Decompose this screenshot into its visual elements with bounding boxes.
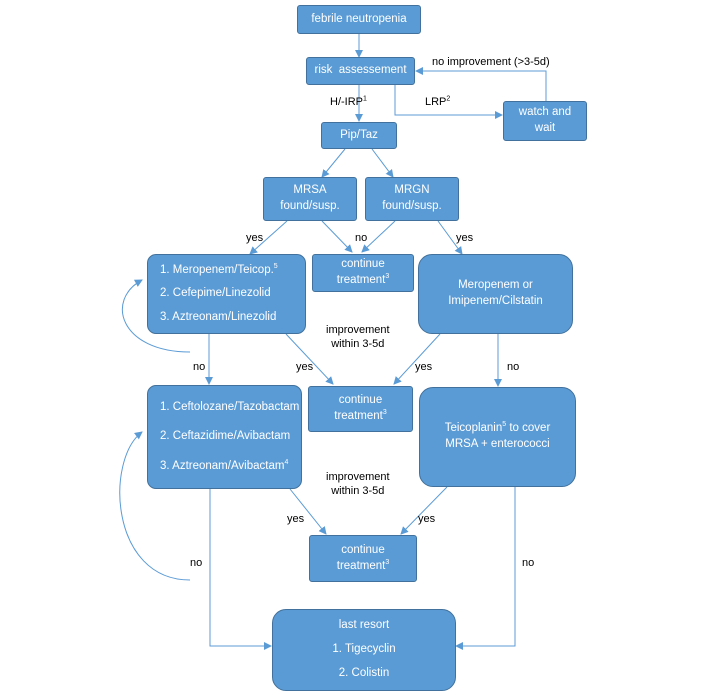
arrow-teicoplanin-yes [400,486,448,535]
watch-and-wait-line1: watch and [518,106,572,119]
continue-text-3: continue [341,543,385,556]
arrow-piptaz-to-mrgn [371,148,394,178]
teicoplanin-box: Teicoplanin5 to cover MRSA + enterococci [419,387,576,487]
hirp-label: H/-IRP1 [330,95,367,108]
treatment-text-3: treatment3 [336,558,390,572]
mrgn-line1: MRGN [394,184,430,197]
risk-assessment-text: risk assessement [314,64,407,77]
mrgn-regimen-line1: Meropenem or [458,279,533,292]
arrow-risk-to-watch [394,85,503,119]
second-line-box: 1. Ceftolozane/Tazobactam 2. Ceftazidime… [147,385,302,489]
mrsa-box: MRSA found/susp. [263,177,357,221]
no-improvement-label: no improvement (>3-5d) [432,56,550,68]
last-resort-box: last resort 1. Tigecyclin 2. Colistin [272,609,456,691]
continue-text-1: continue [341,258,385,271]
second-line-no-label: no [190,557,203,569]
arrow-second-line-no [209,489,272,650]
mrsa-regimen-item-2: 2. Cefepime/Linezolid [160,287,271,300]
improvement-label-2-line2: within 3-5d [331,485,385,498]
mrgn-line2: found/susp. [382,200,442,212]
continue-treatment-box-2: continue treatment3 [308,386,413,432]
mrgn-regimen-box: Meropenem or Imipenem/Cilstatin [418,254,573,334]
watch-and-wait-box: watch and wait [503,101,587,141]
mrsa-no-label: no [355,232,368,244]
mrsa-regimen-no-label: no [193,361,206,373]
mrsa-regimen-item-3: 3. Aztreonam/Linezolid [160,310,277,323]
mrgn-box: MRGN found/susp. [365,177,459,221]
teicoplanin-line2: MRSA + enterococci [445,438,550,450]
mrsa-regimen-item-1: 1. Meropenem/Teicop.5 [160,263,278,276]
teicoplanin-no-label: no [522,557,535,569]
improvement-label-1: improvement within 3-5d [326,323,390,352]
mrsa-regimen-box: 1. Meropenem/Teicop.5 2. Cefepime/Linezo… [147,254,306,334]
continue-text-2: continue [338,394,383,407]
mrsa-yes-label: yes [246,232,264,244]
treatment-text-2: treatment3 [334,409,387,422]
continue-treatment-box-1: continue treatment3 [312,254,414,292]
arrow-mrgn-regimen-yes [393,333,441,385]
improvement-label-1-line2: within 3-5d [331,338,385,351]
teicoplanin-line1: Teicoplanin5 to cover [444,421,551,435]
mrsa-line2: found/susp. [280,200,340,212]
watch-and-wait-line2: wait [534,122,556,134]
arrow-teicoplanin-no [455,487,516,650]
mrgn-regimen-no-label: no [507,361,520,373]
arrow-mrgn-yes [437,220,463,255]
loop-arrow-mrsa-regimen [122,279,191,353]
second-line-item-2: 2. Ceftazidime/Avibactam [160,430,291,443]
febrile-neutropenia-text: febrile neutropenia [311,12,407,25]
teicoplanin-yes-label: yes [418,513,436,525]
loop-arrow-second-line [119,431,191,581]
arrow-mrsa-yes [249,220,288,255]
pip-taz-text: Pip/Taz [340,128,378,141]
second-line-item-1: 1. Ceftolozane/Tazobactam [160,400,300,413]
arrow-piptaz-to-mrsa [321,148,346,178]
arrow-second-line-yes [289,488,327,535]
mrgn-regimen-line2: Imipenem/Cilstatin [448,295,543,307]
improvement-label-1-line1: improvement [326,324,390,336]
arrow-watch-to-risk [415,67,547,101]
treatment-text-1: treatment3 [336,273,390,286]
arrow-mrsa-regimen-yes [285,333,334,385]
second-line-item-3: 3. Aztreonam/Avibactam4 [160,458,289,472]
febrile-neutropenia-box: febrile neutropenia [297,5,421,34]
second-line-yes-label: yes [287,513,305,525]
mrsa-line1: MRSA [293,184,327,197]
mrsa-regimen-yes-label: yes [296,361,314,373]
improvement-label-2-line1: improvement [326,471,390,483]
last-resort-item-1: 1. Tigecyclin [332,643,396,656]
continue-treatment-box-3: continue treatment3 [309,535,417,582]
last-resort-item-2: 2. Colistin [338,667,390,680]
risk-assessment-box: risk assessement [306,57,415,85]
last-resort-title: last resort [338,619,390,632]
arrow-mrsa-no [321,220,353,253]
mrgn-yes-label: yes [456,232,474,244]
improvement-label-2: improvement within 3-5d [326,470,390,499]
arrow-mrgn-no [361,220,396,253]
lrp-label: LRP2 [425,95,451,108]
pip-taz-box: Pip/Taz [321,122,397,149]
mrgn-regimen-yes-label: yes [415,361,433,373]
